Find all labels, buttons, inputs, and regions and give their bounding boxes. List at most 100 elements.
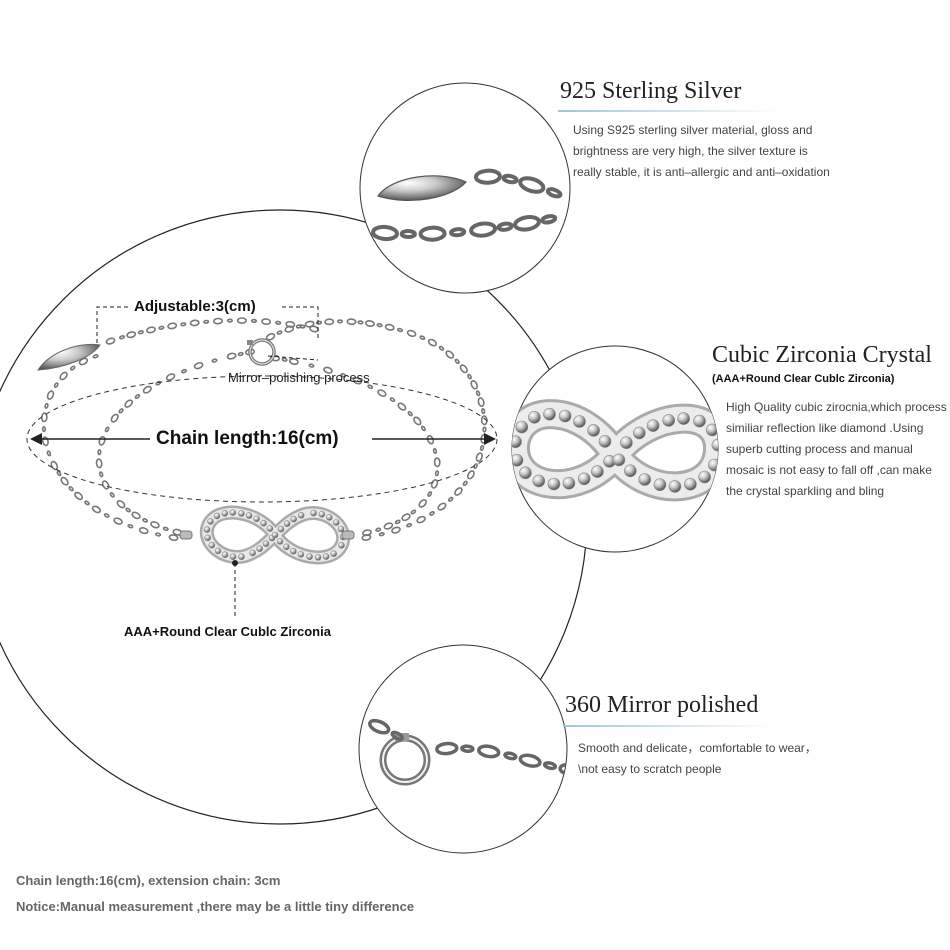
gem [290, 515, 298, 523]
chain-link [396, 327, 404, 333]
gem [238, 553, 245, 561]
title-underline [558, 110, 778, 112]
chain-link [454, 358, 460, 365]
chain-link [496, 221, 514, 232]
chain-link [432, 447, 438, 455]
chain-link [540, 214, 558, 225]
gem [547, 477, 561, 491]
chain-link [150, 521, 160, 529]
gem [708, 458, 718, 472]
desc-line: High Quality cubic zirocnia,which proces… [726, 400, 947, 414]
gem [260, 519, 267, 527]
chain-link [454, 487, 463, 496]
chain-link [116, 500, 126, 509]
chain-link [237, 351, 244, 357]
gem [558, 409, 572, 423]
chain-link [69, 365, 76, 371]
gem [310, 509, 317, 517]
chain-link [213, 317, 223, 325]
spring-clasp [247, 338, 276, 366]
chain-link [95, 458, 103, 469]
gem [290, 547, 297, 555]
chain-link [131, 511, 141, 520]
gem [677, 412, 690, 425]
chain-link [308, 363, 315, 368]
chain-link [466, 470, 475, 480]
chain-link [124, 399, 134, 408]
gem [207, 518, 214, 525]
chain-link [416, 515, 426, 524]
gem [221, 509, 229, 517]
chain-link [401, 513, 411, 522]
chain-link [299, 324, 306, 329]
feature-title-zirconia: Cubic Zirconia Crystal [712, 342, 932, 368]
chain-link [158, 325, 165, 330]
chain-length-arrowheads [30, 433, 496, 566]
chain-link [250, 318, 258, 324]
chain-link [84, 500, 90, 506]
chain-link [406, 522, 413, 528]
desc-line: similiar reflection like diamond .Using [726, 421, 924, 435]
feature-subtitle-zirconia: (AAA+Round Clear Cublc Zirconia) [712, 373, 895, 385]
chain-link [475, 390, 481, 397]
chain-link [98, 435, 106, 446]
chain-link [377, 389, 387, 398]
label-mirror-polishing: Mirror–polishing process [228, 370, 370, 385]
gem [266, 525, 274, 532]
gem [229, 553, 237, 561]
chain-link [103, 513, 110, 518]
label-adjustable: Adjustable:3(cm) [134, 298, 256, 315]
chain-link [261, 318, 272, 326]
chain-link [265, 332, 276, 341]
chain-link [142, 385, 152, 394]
chain-link [362, 529, 372, 537]
bracelet-chain [40, 317, 488, 542]
chain-link [367, 384, 374, 390]
chain-link [467, 373, 472, 380]
chain-link [285, 320, 296, 328]
chain-link [98, 471, 104, 478]
feature-desc-sterling: Using S925 sterling silver material, glo… [573, 120, 830, 183]
gem [577, 472, 591, 486]
chain-link [193, 362, 204, 370]
chain-link [410, 509, 417, 515]
gem [245, 512, 253, 519]
chain-link [384, 323, 395, 331]
gem [638, 473, 652, 486]
chain-link [189, 319, 200, 327]
gem [332, 519, 340, 526]
chain-link [475, 452, 483, 462]
chain-link [438, 345, 445, 351]
chain-link [518, 753, 542, 768]
chain-link [558, 762, 567, 778]
gem [653, 478, 667, 492]
gem [221, 551, 229, 559]
feature-desc-zirconia: High Quality cubic zirocnia,which proces… [726, 397, 947, 502]
gem [229, 509, 237, 516]
chain-link [288, 358, 299, 365]
chain-link [418, 499, 427, 508]
gem [662, 414, 676, 427]
gem [562, 476, 576, 490]
chain-link [449, 227, 467, 238]
chain-link [435, 741, 459, 756]
chain-link [118, 408, 124, 414]
extender-tail [37, 343, 101, 371]
chain-link [378, 532, 385, 537]
chain-link [419, 335, 426, 341]
chain-link [53, 382, 59, 388]
chain-link [155, 380, 162, 386]
desc-line: Smooth and delicate，comfortable to wear， [578, 741, 817, 755]
chain-link [376, 323, 383, 328]
gem [238, 510, 245, 517]
chain-link [518, 176, 546, 194]
desc-line: brightness are very high, the silver tex… [573, 144, 808, 158]
gem [591, 465, 604, 478]
chain-link [142, 518, 149, 523]
chain-link [420, 425, 426, 432]
chain-link [389, 397, 396, 403]
chain-link [399, 228, 417, 240]
chain-link [429, 510, 435, 516]
chain-link [357, 320, 364, 325]
chain-link [203, 319, 210, 324]
